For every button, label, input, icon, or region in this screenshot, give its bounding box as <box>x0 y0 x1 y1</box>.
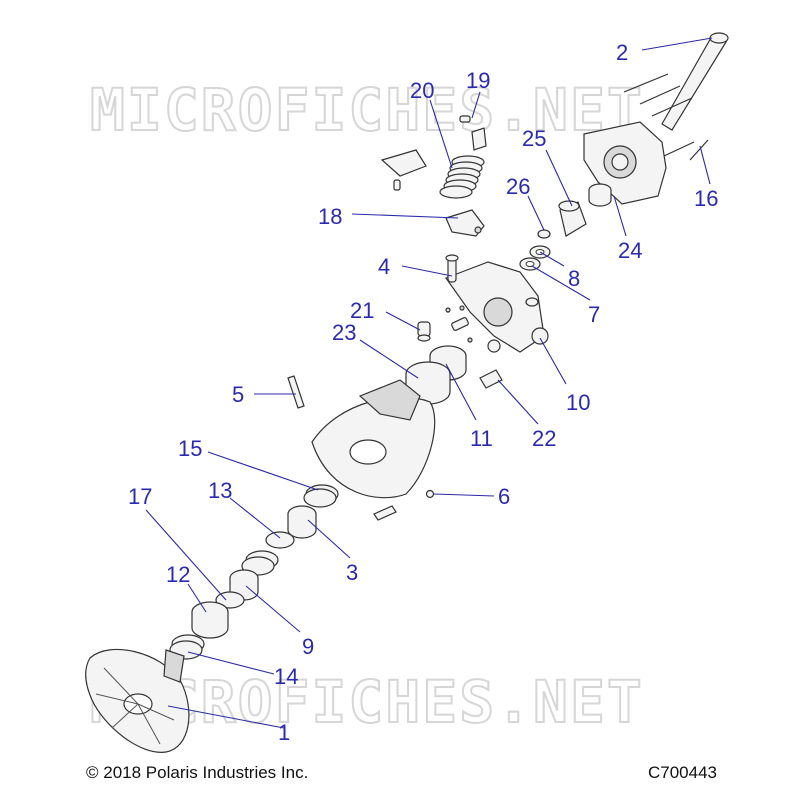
part-13-ring <box>265 531 295 549</box>
part-26-washer <box>537 229 551 239</box>
part-small-pins <box>445 305 473 343</box>
part-20-spring <box>439 155 485 199</box>
part-spider-plate <box>583 121 667 205</box>
part-25-roller <box>558 200 587 237</box>
callout-9: 9 <box>302 634 314 659</box>
part-24-bushing <box>588 183 612 207</box>
callout-23: 23 <box>332 320 356 345</box>
part-moveable-sheave <box>311 379 436 499</box>
callout-16: 16 <box>694 186 718 211</box>
part-15-ring <box>303 484 339 508</box>
callout-11: 11 <box>470 426 493 451</box>
callout-17: 17 <box>128 484 152 509</box>
leader-lines <box>145 37 713 729</box>
callout-6: 6 <box>498 484 510 509</box>
part-22-pin <box>479 369 503 389</box>
callout-15: 15 <box>178 436 202 461</box>
drawing-code: C700443 <box>648 763 718 782</box>
callout-2: 2 <box>616 40 628 65</box>
part-6-screw <box>373 489 435 521</box>
part-7-washer <box>519 257 541 271</box>
part-5-pin <box>287 375 305 409</box>
callout-12: 12 <box>166 562 190 587</box>
callout-19: 19 <box>466 68 490 93</box>
callout-5: 5 <box>232 382 244 407</box>
part-1-fixed-sheave <box>85 648 190 753</box>
part-2-shaft <box>661 32 729 131</box>
callout-1: 1 <box>278 720 290 745</box>
callout-20: 20 <box>410 78 434 103</box>
callout-18: 18 <box>318 204 342 229</box>
callout-3: 3 <box>346 560 358 585</box>
part-21-fitting <box>417 321 431 342</box>
part-10-roller <box>487 327 549 353</box>
part-16-bolts <box>623 73 709 161</box>
part-12-bushing <box>191 601 229 639</box>
part-4-spider-housing <box>445 254 545 353</box>
part-3-bushing <box>287 505 317 539</box>
callout-26: 26 <box>506 174 530 199</box>
part-18-weight <box>445 209 485 237</box>
callout-22: 22 <box>532 426 556 451</box>
copyright-notice: © 2018 Polaris Industries Inc. <box>86 763 309 782</box>
callout-21: 21 <box>350 298 374 323</box>
callout-10: 10 <box>566 390 590 415</box>
callouts: 1 2 3 4 5 6 7 8 9 10 11 12 13 14 15 16 1… <box>128 40 718 745</box>
callout-4: 4 <box>378 254 390 279</box>
part-19-pin <box>459 115 487 151</box>
callout-14: 14 <box>274 664 298 689</box>
callout-13: 13 <box>208 478 232 503</box>
watermark-top: MICROFICHES.NET <box>90 76 644 144</box>
callout-25: 25 <box>522 126 546 151</box>
callout-8: 8 <box>568 266 580 291</box>
callout-7: 7 <box>588 302 600 327</box>
callout-24: 24 <box>618 238 642 263</box>
part-flyweight <box>380 149 427 191</box>
